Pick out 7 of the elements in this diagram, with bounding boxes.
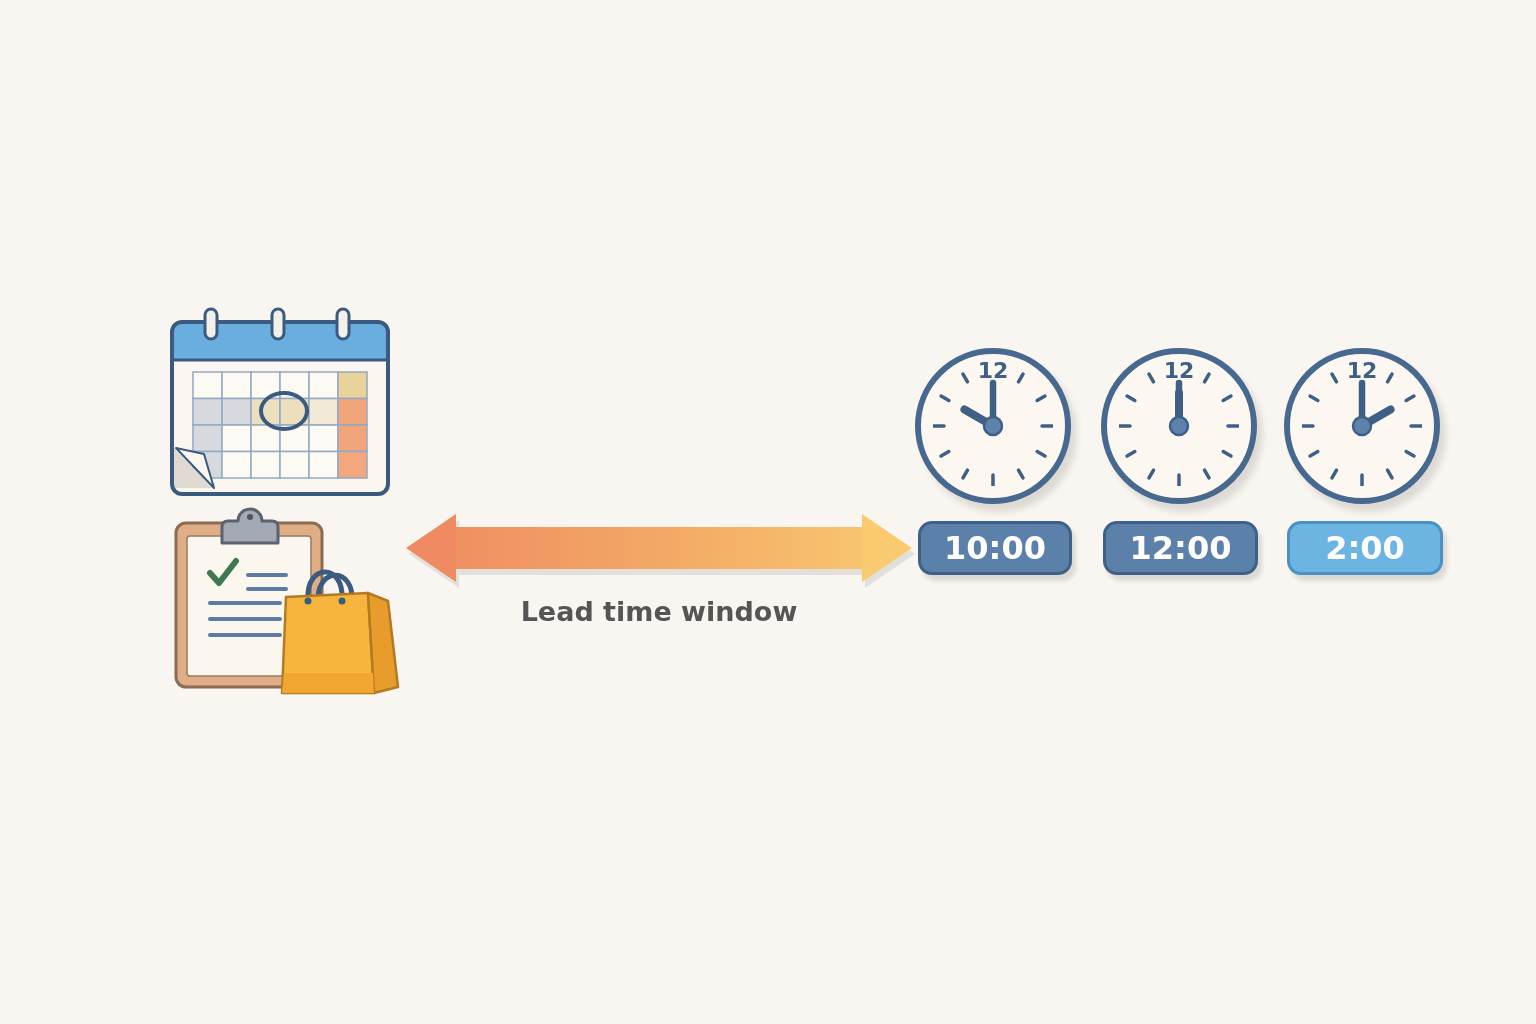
time-pill: 12:00 (1103, 521, 1258, 575)
clock-numeral: 12 (1346, 360, 1378, 382)
time-pill: 2:00 (1287, 521, 1443, 575)
clock-numeral: 12 (977, 360, 1009, 382)
double-arrow (406, 514, 912, 582)
clock-numeral: 12 (1163, 360, 1195, 382)
time-pill: 10:00 (918, 521, 1072, 575)
